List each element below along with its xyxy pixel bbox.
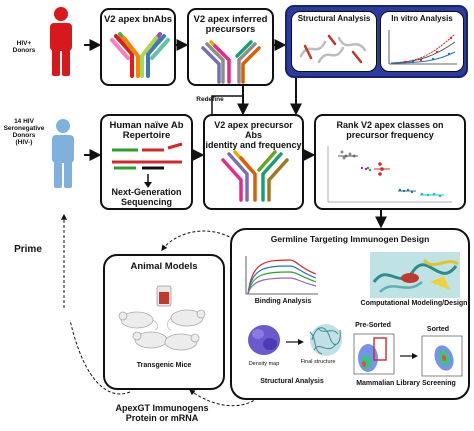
arrow-animal-to-prime [69, 319, 131, 395]
presorted-label: Pre-Sorted [355, 322, 391, 329]
precursor-abs-title: V2 apex precursor Abs identity and frequ… [205, 120, 302, 150]
germline-title: Germline Targeting Immunogen Design [270, 234, 430, 244]
structural-analysis-title: Structural Analysis [297, 14, 371, 23]
donor-hiv-positive-icon [50, 7, 72, 76]
bnabs-antibody-icon [110, 32, 170, 78]
invitro-analysis-panel: In vitro Analysis [380, 11, 464, 72]
ngs-label: Next-Generation Sequencing [111, 187, 182, 207]
repertoire-box: Human naïve Ab Repertoire Next-Generatio… [100, 114, 193, 210]
precursor-abs-box: V2 apex precursor Abs identity and frequ… [203, 114, 304, 210]
arrow-to-sorted [400, 353, 418, 359]
donor-seronegative-icon [52, 119, 74, 188]
structural-ribbons-icon [299, 34, 367, 64]
arrow-to-final-structure [286, 339, 304, 345]
arrow-germline-to-animal [161, 230, 239, 251]
repertoire-title: Human naïve Ab Repertoire [109, 120, 184, 142]
donor-hiv-positive-label: HIV+ Donors [12, 40, 36, 55]
germline-box: Germline Targeting Immunogen Design Bind… [230, 228, 470, 400]
computational-model-icon [370, 252, 460, 298]
dna-strands-icon [112, 142, 183, 170]
prime-label: Prime [14, 244, 42, 255]
sorted-label: Sorted [426, 326, 450, 333]
binding-analysis-label: Binding Analysis [254, 298, 312, 305]
down-arrow-icon [144, 174, 152, 188]
arrow-redefine [211, 95, 243, 114]
arrow-germline-to-immunogens [189, 389, 259, 407]
inferred-box: V2 apex inferred precursors [187, 8, 274, 86]
invitro-plot-icon [388, 30, 457, 65]
donor-seronegative-label: 14 HIV Seronegative Donors (HIV-) [3, 118, 45, 147]
density-map-icon [248, 325, 280, 355]
inferred-title: V2 apex inferred precursors [193, 14, 268, 36]
mice-icon [118, 285, 206, 351]
presorted-flow-plot-icon [353, 333, 395, 375]
animal-models-box: Animal Models Transgenic Mice [103, 254, 225, 390]
rank-box: Rank V2 apex classes on precursor freque… [314, 114, 466, 210]
structural-analysis-label: Structural Analysis [260, 378, 324, 385]
invitro-analysis-title: In vitro Analysis [391, 14, 453, 23]
structural-analysis-panel: Structural Analysis [291, 11, 377, 72]
bnabs-title: V2 apex bnAbs [103, 14, 173, 25]
transgenic-mice-label: Transgenic Mice [136, 362, 192, 369]
bnabs-box: V2 apex bnAbs [100, 8, 176, 86]
inferred-antibody-icon [201, 40, 261, 84]
precursor-antibody-icon [221, 150, 289, 202]
density-map-label: Density map [248, 361, 280, 367]
sorted-flow-plot-icon [421, 335, 463, 377]
mammalian-screening-label: Mammalian Library Screening [356, 380, 456, 387]
redefine-label: Redefine [196, 96, 224, 103]
computational-modeling-label: Computational Modeling/Design [360, 300, 468, 307]
rank-scatter-icon [327, 146, 452, 203]
final-structure-icon [309, 324, 342, 356]
analysis-highlight-box: Structural Analysis In vitro Analysis [285, 5, 468, 78]
rank-title: Rank V2 apex classes on precursor freque… [336, 120, 444, 140]
final-structure-label: Final structure [300, 359, 336, 365]
binding-curves-icon [245, 256, 318, 295]
animal-models-title: Animal Models [130, 261, 198, 272]
immunogens-label: ApexGT Immunogens Protein or mRNA [115, 403, 209, 423]
